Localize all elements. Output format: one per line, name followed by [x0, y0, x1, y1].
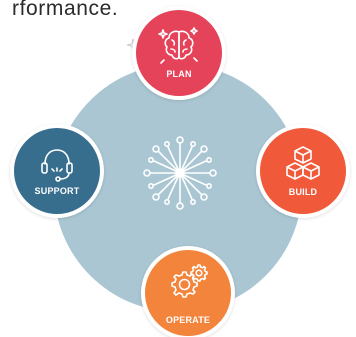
support-node[interactable]: SUPPORT	[10, 124, 104, 218]
headset-icon	[41, 149, 73, 182]
plan-node[interactable]: PLAN	[132, 6, 226, 100]
support-label: SUPPORT	[34, 186, 80, 196]
partial-caption-text: rformance.	[12, 0, 119, 20]
build-label: BUILD	[288, 187, 318, 197]
cubes-icon	[286, 146, 320, 180]
build-node[interactable]: BUILD	[256, 124, 350, 218]
brain-icon	[158, 27, 198, 64]
plan-label: PLAN	[166, 69, 192, 79]
operate-label: OPERATE	[165, 315, 211, 325]
gears-icon	[171, 264, 208, 298]
network-hub-icon	[143, 136, 217, 210]
operate-node[interactable]: OPERATE	[141, 246, 235, 337]
